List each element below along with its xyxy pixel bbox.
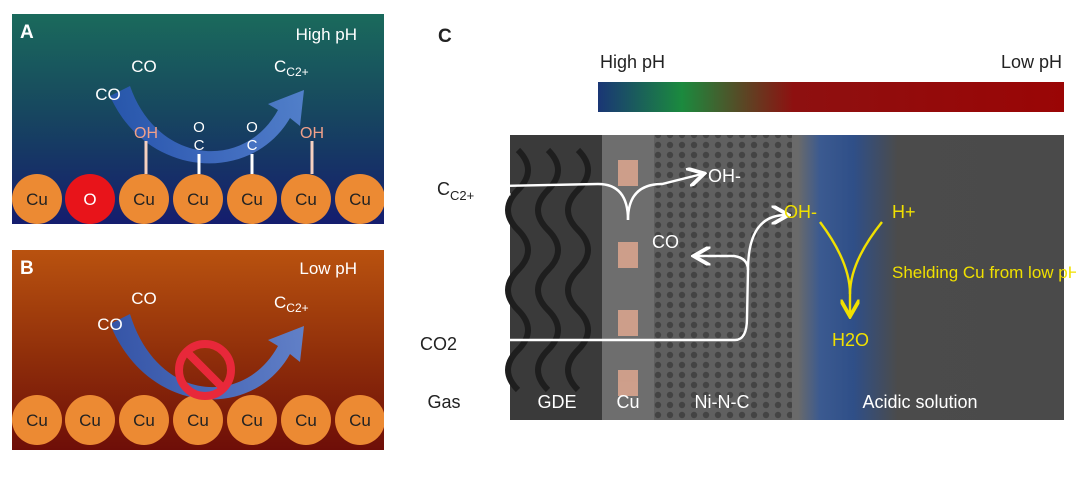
atom-label: Cu [241, 411, 263, 430]
shielding-annotation: Shelding Cu from low pH [892, 263, 1076, 282]
panel-b-diagram: Cu Cu Cu Cu Cu Cu Cu B Low pH CO CO CC2+ [12, 258, 384, 445]
hydroxyl-label: OH [134, 125, 158, 142]
atom-label: Cu [79, 411, 101, 430]
oh-species: OH- [708, 166, 741, 186]
h-plus-species: H+ [892, 202, 916, 222]
panel-letter: B [20, 258, 34, 279]
bond-atom: C [247, 137, 258, 154]
co-molecule: CO [95, 85, 121, 104]
bond-atom: O [246, 119, 258, 136]
surface-atoms [12, 174, 384, 224]
product-label: CC2+ [274, 57, 309, 79]
bond-atom: O [193, 119, 205, 136]
atom-label: Cu [295, 411, 317, 430]
atom-label: O [83, 190, 96, 209]
oh-species-yellow: OH- [784, 202, 817, 222]
co-molecule: CO [131, 289, 157, 308]
layer-label-cu: Cu [616, 392, 639, 412]
ph-label: Low pH [299, 259, 357, 278]
co-species: CO [652, 232, 679, 252]
panel-b-low-ph: Cu Cu Cu Cu Cu Cu Cu B Low pH CO CO CC2+ [12, 250, 384, 450]
panel-letter: A [20, 22, 34, 43]
panel-a-high-ph: Cu O Cu Cu Cu Cu Cu A High pH CO CO CC2+… [12, 14, 384, 224]
ph-label: High pH [296, 25, 357, 44]
c2-product-label: CC2+ [437, 179, 474, 203]
layer-label-gas: Gas [427, 392, 460, 412]
atom-label: Cu [241, 190, 263, 209]
panel-a-diagram: Cu O Cu Cu Cu Cu Cu A High pH CO CO CC2+… [12, 22, 384, 224]
panel-letter: C [438, 26, 452, 47]
atom-label: Cu [295, 190, 317, 209]
reaction-arrow [110, 86, 304, 164]
panel-c-diagram: C High pH Low pH CC2+ CO2 OH- CO OH- H+ … [420, 26, 1076, 420]
co2-input-label: CO2 [420, 334, 457, 354]
bond-atom: C [194, 137, 205, 154]
water-species: H2O [832, 330, 869, 350]
atom-label: Cu [349, 190, 371, 209]
co-molecule: CO [97, 315, 123, 334]
product-subscript: C2+ [286, 301, 308, 315]
atom-label: Cu [187, 190, 209, 209]
low-ph-label: Low pH [1001, 52, 1062, 72]
surface-atoms [12, 395, 384, 445]
hydroxyl-label: OH [300, 125, 324, 142]
ni-n-c-layer [654, 135, 792, 420]
co-molecule: CO [131, 57, 157, 76]
prohibition-icon [175, 340, 235, 400]
c2-subscript: C2+ [450, 188, 474, 203]
layer-label-ni-n-c: Ni-N-C [695, 392, 750, 412]
high-ph-label: High pH [600, 52, 665, 72]
atom-label: Cu [133, 190, 155, 209]
reaction-arrow [110, 314, 304, 400]
ph-gradient-bar [598, 82, 1064, 112]
bond-lines [144, 141, 314, 174]
product-label: CC2+ [274, 293, 309, 315]
layer-label-acidic-solution: Acidic solution [862, 392, 977, 412]
atom-label: Cu [349, 411, 371, 430]
layer-label-gde: GDE [537, 392, 576, 412]
atom-label: Cu [187, 411, 209, 430]
product-subscript: C2+ [286, 65, 308, 79]
atom-label: Cu [133, 411, 155, 430]
atom-label: Cu [26, 190, 48, 209]
atom-label: Cu [26, 411, 48, 430]
